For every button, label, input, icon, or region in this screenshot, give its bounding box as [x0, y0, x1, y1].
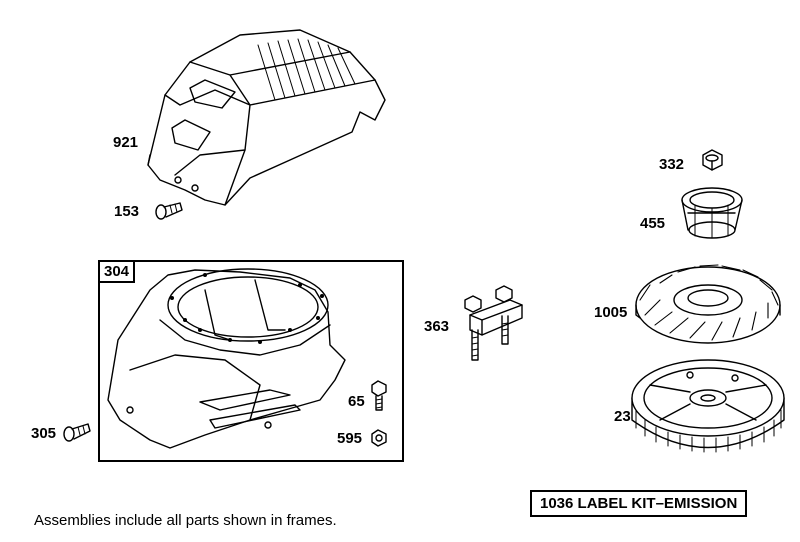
part-number-23: 23 — [614, 408, 631, 425]
part-number-65: 65 — [348, 393, 365, 410]
part-number-153: 153 — [114, 203, 140, 220]
part-number-921: 921 — [113, 134, 139, 151]
bolt-65 — [371, 380, 387, 411]
nut-595 — [371, 429, 387, 447]
shroud-cover-921 — [147, 29, 386, 206]
kit-label-box: 1036 LABEL KIT–EMISSION — [530, 490, 748, 517]
bracket-363 — [464, 285, 523, 361]
part-number-305: 305 — [31, 425, 57, 442]
part-number-1005: 1005 — [594, 304, 628, 321]
part-number-304: 304 — [98, 260, 136, 283]
screw-153 — [155, 202, 183, 220]
part-number-332: 332 — [659, 156, 685, 173]
flywheel-nut-332 — [702, 149, 723, 171]
part-number-455: 455 — [640, 215, 666, 232]
part-number-363: 363 — [424, 318, 450, 335]
flywheel-23 — [631, 359, 785, 453]
fan-1005 — [635, 264, 781, 344]
footnote: Assemblies include all parts shown in fr… — [34, 512, 337, 529]
assembly-frame: 304 — [98, 260, 404, 462]
part-number-595: 595 — [337, 430, 363, 447]
blower-housing-304 — [107, 268, 346, 449]
screw-305 — [63, 423, 91, 442]
starter-cup-455 — [681, 187, 743, 239]
